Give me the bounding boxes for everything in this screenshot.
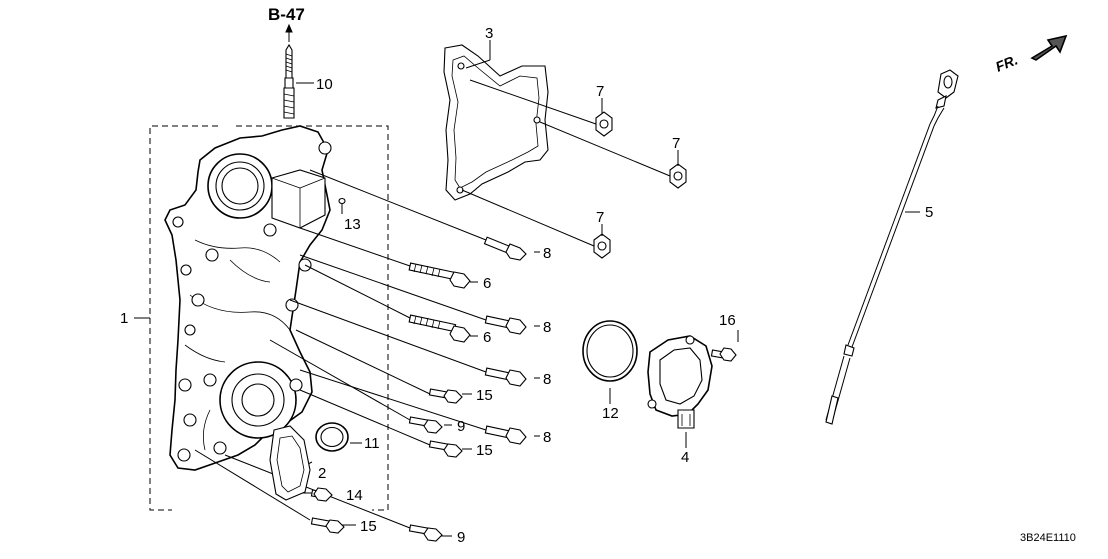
callout-6[interactable]: 6	[483, 329, 491, 346]
chain-case-part	[164, 125, 332, 471]
short-bolt-part	[310, 517, 345, 534]
flange-bolt-part	[484, 315, 527, 335]
long-bolt-part	[408, 262, 471, 289]
callout-15[interactable]: 15	[476, 387, 493, 404]
callout-15[interactable]: 15	[476, 442, 493, 459]
flange-bolt-part	[484, 425, 527, 445]
callout-4[interactable]: 4	[681, 449, 689, 466]
assembly-bracket	[134, 125, 389, 511]
short-bolt-part	[408, 416, 443, 434]
oil-seal-part	[315, 422, 349, 452]
callout-8[interactable]: 8	[543, 371, 551, 388]
dowel-pin-part	[338, 197, 346, 205]
callout-9[interactable]: 9	[457, 418, 465, 435]
callout-7[interactable]: 7	[596, 83, 604, 100]
flange-bolt-part	[484, 367, 527, 387]
callout-13[interactable]: 13	[344, 216, 361, 233]
front-direction-arrow: FR.	[993, 34, 1068, 75]
long-bolt-part	[408, 314, 471, 343]
flange-bolt-part	[483, 236, 527, 261]
short-bolt-part	[428, 388, 463, 404]
callout-10[interactable]: 10	[316, 76, 333, 93]
callout-7[interactable]: 7	[596, 209, 604, 226]
short-bolt-part	[310, 487, 333, 502]
callout-11[interactable]: 11	[364, 435, 380, 452]
callout-labels: 1 2 3 4 5 6 6 7 7 7 8 8 8 8 9 9 10 11 12…	[120, 25, 933, 546]
short-bolt-part	[428, 440, 463, 458]
callout-8[interactable]: 8	[543, 245, 551, 262]
leader-lines	[194, 40, 920, 537]
reference-arrow	[285, 23, 293, 42]
callout-8[interactable]: 8	[543, 319, 551, 336]
solenoid-part	[647, 335, 713, 429]
clip-part	[595, 111, 613, 137]
callout-2[interactable]: 2	[318, 465, 326, 482]
callout-6[interactable]: 6	[483, 275, 491, 292]
reference-label[interactable]: B-47	[268, 5, 305, 24]
callout-7[interactable]: 7	[672, 135, 680, 152]
dipstick-part	[825, 69, 959, 425]
callout-5[interactable]: 5	[925, 204, 933, 221]
callout-3[interactable]: 3	[485, 25, 493, 42]
callout-1[interactable]: 1	[120, 310, 128, 327]
short-bolt-part	[408, 524, 443, 542]
stud-bolt-part	[283, 43, 295, 119]
gasket-part	[443, 44, 549, 201]
callout-16[interactable]: 16	[719, 312, 736, 329]
callout-15[interactable]: 15	[360, 518, 377, 535]
clip-part	[669, 163, 687, 189]
o-ring-part	[582, 320, 638, 382]
callout-12[interactable]: 12	[602, 405, 619, 422]
short-bolt-part	[710, 347, 737, 362]
clip-part	[593, 233, 611, 259]
callout-8[interactable]: 8	[543, 429, 551, 446]
callout-14[interactable]: 14	[346, 487, 363, 504]
front-direction-label: FR.	[993, 51, 1020, 74]
callout-9[interactable]: 9	[457, 529, 465, 546]
diagram-code: 3B24E1110	[1020, 532, 1076, 544]
cover-plate-part	[269, 425, 311, 501]
